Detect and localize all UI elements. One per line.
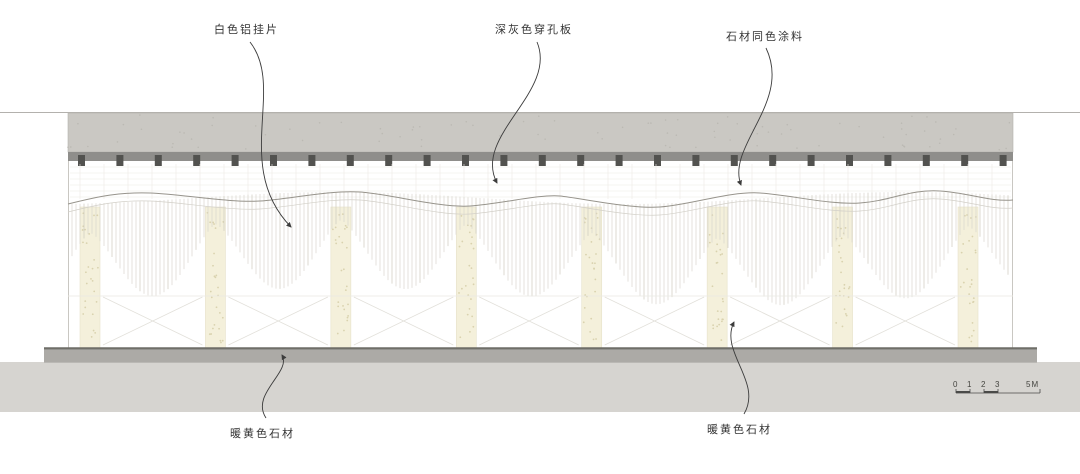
scale-tick-label: 2	[981, 380, 986, 389]
aluminum-fins	[71, 192, 1009, 306]
label-white-aluminum-fins: 白色铝挂片	[214, 24, 279, 36]
leader-warm-yellow-stone-left	[262, 354, 287, 419]
hanger-rail	[68, 152, 1013, 166]
ground	[0, 347, 1080, 412]
roof-slab	[67, 112, 1014, 153]
leader-warm-yellow-stone-right	[729, 321, 750, 415]
label-warm-yellow-stone-right: 暖黄色石材	[707, 424, 772, 436]
ceiling-grid	[70, 164, 1011, 199]
perforated-panel-wave-secondary	[67, 198, 1014, 216]
cross-braces	[102, 296, 956, 346]
scale-tick-label: 0	[953, 380, 958, 389]
leader-white-aluminum-fins	[249, 41, 292, 228]
perforated-panel-wave	[67, 190, 1014, 208]
leader-dark-gray-perforated-panel	[491, 41, 541, 184]
stone-columns	[79, 206, 979, 349]
scale-tick-label: 1	[967, 380, 972, 389]
label-warm-yellow-stone-left: 暖黄色石材	[230, 428, 295, 440]
leader-stone-matching-paint	[736, 47, 773, 186]
scale-bar	[955, 389, 1041, 394]
label-dark-gray-perforated-panel: 深灰色穿孔板	[495, 24, 573, 36]
label-stone-matching-paint: 石材同色涂料	[726, 31, 804, 43]
scale-tick-label: 3	[995, 380, 1000, 389]
scale-max-label: 5M	[1026, 380, 1040, 389]
